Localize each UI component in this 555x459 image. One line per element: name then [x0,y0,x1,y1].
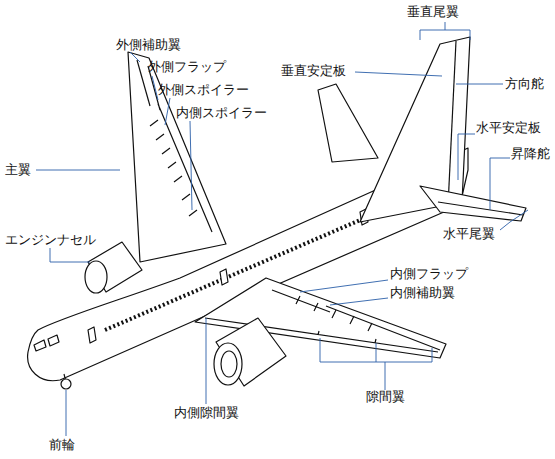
leader-line [36,170,120,171]
part-label: 垂直尾翼 [407,4,459,19]
elevator-line [438,202,523,215]
leader-line [355,72,442,76]
leader-line [330,298,388,305]
near-engine-intake [214,343,242,385]
leader-line [50,248,90,262]
part-label: 前輪 [49,437,75,452]
leader-line [206,318,207,404]
far-horizontal-stabilizer [318,84,378,162]
near-engine-fan [221,351,237,377]
rudder-line [448,41,456,206]
leader-line [130,52,140,62]
part-label: 外側補助翼 [116,37,181,52]
leader-line [320,338,432,390]
part-label: 外側フラップ [148,59,226,74]
near-engine-nacelle [216,318,286,386]
near-horizontal-stabilizer [420,186,526,221]
part-label: 垂直安定板 [281,63,346,78]
leader-line [165,98,170,125]
leader-line [190,121,192,210]
leader-line [490,158,510,210]
leader-line [152,76,158,100]
part-label: 水平安定板 [476,120,541,135]
part-label: 方向舵 [505,76,544,91]
leader-line [66,390,67,436]
leader-line [458,134,475,180]
part-label: 内側隙間翼 [174,405,239,420]
cockpit-windows [34,335,59,351]
part-label: 昇降舵 [511,146,550,161]
leader-line [300,280,388,292]
leader-line [456,84,503,85]
far-engine-intake [85,261,107,293]
nose-wheel [61,379,71,389]
part-label: 外側スポイラー [158,82,249,97]
part-label: 水平尾翼 [443,226,495,241]
leader-lines [36,22,528,436]
part-label: 内側補助翼 [390,285,455,300]
part-label: エンジンナセル [5,232,96,247]
leader-line [500,210,528,230]
leader-line [420,22,470,40]
part-label: 主翼 [5,162,31,177]
part-label: 内側スポイラー [176,105,267,120]
part-label: 隙間翼 [366,389,405,404]
spoiler-ticks [150,120,197,216]
part-label: 内側フラップ [390,266,468,281]
